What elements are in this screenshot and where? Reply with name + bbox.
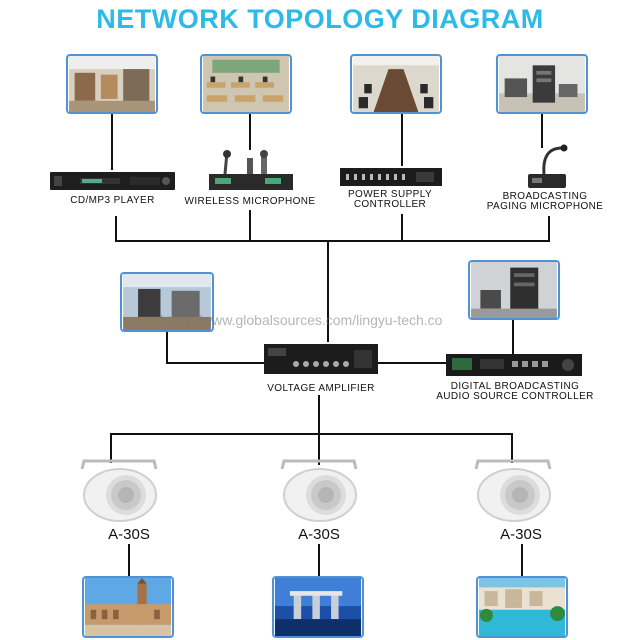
paging-microphone-label: BROADCASTING PAGING MICROPHONE [470, 192, 620, 212]
connector-line [166, 362, 266, 364]
audio-source-controller-label: DIGITAL BROADCASTING AUDIO SOURCE CONTRO… [420, 382, 610, 402]
connector-line [318, 544, 320, 576]
connector-line [111, 114, 113, 170]
speaker-left-model: A-30S [108, 526, 150, 543]
power-supply-controller-device [340, 166, 442, 188]
connector-line [401, 214, 403, 241]
connector-line [115, 216, 117, 241]
speaker-right-device [468, 455, 558, 523]
meeting-room-photo [350, 54, 442, 114]
connector-line [249, 114, 251, 150]
control-room-photo [120, 272, 214, 332]
audio-source-controller-label-line1: DIGITAL BROADCASTING [450, 381, 580, 392]
plaza-photo [82, 576, 174, 638]
power-supply-label-line2: CONTROLLER [353, 199, 427, 210]
connector-line [128, 544, 130, 576]
server-rack-photo [468, 260, 560, 320]
speaker-right-model: A-30S [500, 526, 542, 543]
connector-line [521, 544, 523, 576]
office-photo [66, 54, 158, 114]
trunk-line [327, 240, 329, 342]
wireless-microphone-label: WIRELESS MICROPHONE [184, 196, 316, 207]
voltage-amplifier-label: VOLTAGE AMPLIFIER [267, 383, 375, 394]
power-supply-controller-label: POWER SUPPLY CONTROLLER [330, 190, 450, 210]
classroom-photo [200, 54, 292, 114]
city-skyline-photo [272, 576, 364, 638]
connector-line [166, 332, 168, 363]
power-supply-label-line1: POWER SUPPLY [347, 189, 433, 200]
paging-microphone-device [522, 144, 572, 190]
paging-microphone-label-line1: BROADCASTING [502, 191, 588, 202]
audio-source-controller-label-line2: AUDIO SOURCE CONTROLLER [436, 391, 594, 402]
wireless-microphone-device [205, 148, 297, 192]
speaker-bus-line [110, 433, 513, 435]
connector-line [548, 216, 550, 241]
connector-line [378, 362, 448, 364]
trunk-line [318, 395, 320, 465]
paging-microphone-label-line2: PAGING MICROPHONE [486, 201, 604, 212]
source-bus-line [115, 240, 550, 242]
speaker-center-model: A-30S [298, 526, 340, 543]
watermark-text: https://www.globalsources.com/lingyu-tec… [160, 312, 443, 328]
connector-line [541, 114, 543, 148]
voltage-amplifier-device [264, 342, 378, 376]
connector-line [249, 210, 251, 241]
connector-line [512, 320, 514, 356]
cd-mp3-player-label: CD/MP3 PLAYER [70, 195, 155, 206]
speaker-center-device [274, 455, 364, 523]
connector-line [110, 433, 112, 463]
connector-line [401, 114, 403, 166]
diagram-title: NETWORK TOPOLOGY DIAGRAM [96, 4, 544, 34]
cd-mp3-player-device [50, 170, 175, 192]
connector-line [511, 433, 513, 463]
audio-source-controller-device [446, 352, 582, 378]
equipment-room-photo [496, 54, 588, 114]
resort-pool-photo [476, 576, 568, 638]
speaker-left-device [74, 455, 164, 523]
